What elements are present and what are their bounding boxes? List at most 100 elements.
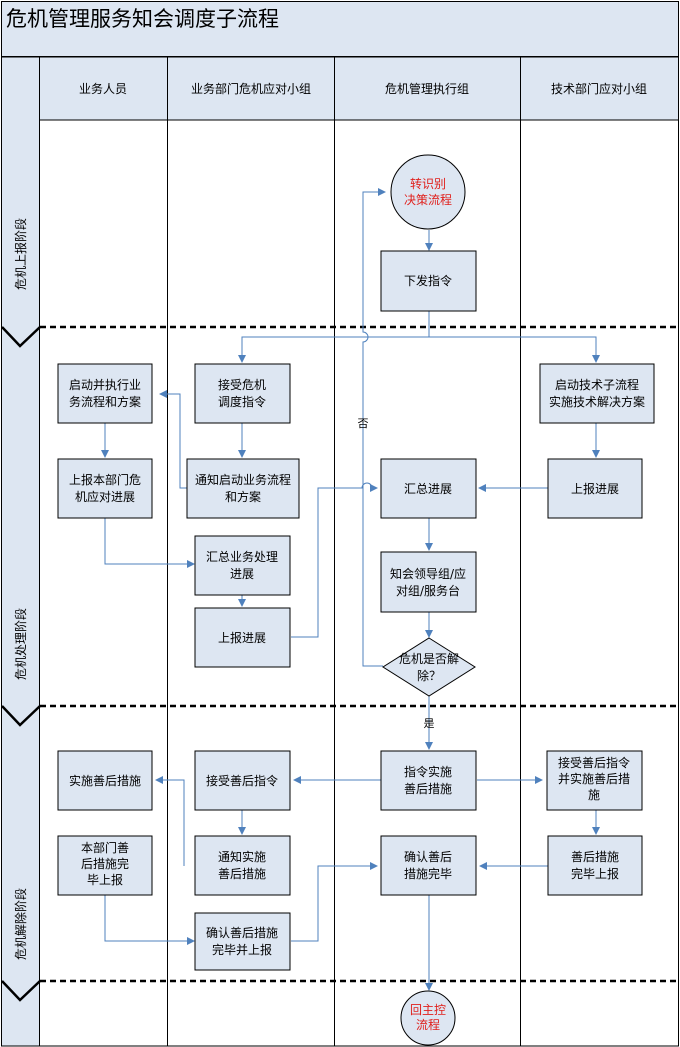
accept-aftermath-box: 接受善后指令 [194,750,291,811]
svg-text:下发指令: 下发指令 [404,273,452,288]
start-node: 转识别决策流程 [390,154,466,230]
connector [159,390,187,489]
branch-label-no: 否 [358,417,369,430]
confirm-report-box: 确认善后措施完毕并上报 [194,912,291,971]
lane-body [39,119,679,1047]
do-aftermath-line: 实施善后措施 [69,773,141,788]
phase-label-resolve: 危机解除阶段 [13,888,28,960]
report-dept-box: 上报本部门危机应对进展 [57,458,153,519]
svg-text:接受善后指令: 接受善后指令 [206,773,278,788]
phase-chevron [1,705,41,727]
report-progress-line: 上报进展 [218,630,266,645]
connectors [101,188,600,991]
tech-aftermath-done-line: 善后措施 [571,849,619,864]
report-progress-box: 上报进展 [194,607,291,668]
notify-business-box: 通知启动业务流程和方案 [186,458,300,519]
start-node-line: 决策流程 [404,192,452,207]
summary-progress-line: 汇总进展 [404,482,452,496]
svg-text:实施善后措施: 实施善后措施 [69,773,141,788]
svg-text:确认善后措施完毕: 确认善后措施完毕 [404,849,452,881]
tech-aftermath-done-line: 完毕上报 [571,866,619,881]
connector [291,862,378,942]
phase-label-handle: 危机处理阶段 [13,608,28,680]
svg-text:指令实施善后措施: 指令实施善后措施 [404,764,452,796]
svg-text:通知实施善后措施: 通知实施善后措施 [218,849,266,881]
tech-accept-aftermath-box: 接受善后指令并实施善后措施 [546,750,643,811]
summary-business-line: 汇总业务处理 [206,549,278,564]
svg-text:本部门善后措施完毕上报: 本部门善后措施完毕上报 [81,840,129,887]
notify-aftermath-line: 善后措施 [218,866,266,881]
decision-line: 危机是否解 [399,652,459,666]
lane-header-crisis-exec: 危机管理执行组 [385,81,469,96]
tech-accept-aftermath-line: 接受善后指令 [558,755,630,770]
start-business-line: 务流程和方案 [69,394,141,409]
tech-accept-aftermath-line: 并实施善后措 [558,771,630,786]
start-business-line: 启动并执行业 [69,378,141,392]
end-node-line: 回主控 [410,1003,446,1017]
phase-label-report: 危机上报阶段 [13,218,28,290]
notify-business-line: 通知启动业务流程 [195,472,291,487]
notify-business-line: 和方案 [225,489,261,504]
decision-diamond: 危机是否解除？ [382,637,476,697]
dept-aftermath-report-line: 本部门善 [81,840,129,855]
notify-aftermath-line: 通知实施 [218,849,266,864]
svg-text:上报进展: 上报进展 [571,481,619,496]
accept-dispatch-line: 调度指令 [218,394,266,409]
summary-progress-box: 汇总进展 [380,458,477,519]
tech-report-line: 上报进展 [571,481,619,496]
svg-text:回主控流程: 回主控流程 [410,1003,446,1032]
phase-chevron [1,980,41,1002]
report-dept-line: 机应对进展 [75,489,135,504]
svg-text:启动技术子流程实施技术解决方案: 启动技术子流程实施技术解决方案 [549,377,645,409]
svg-text:通知启动业务流程和方案: 通知启动业务流程和方案 [195,472,291,504]
svg-text:转识别决策流程: 转识别决策流程 [404,176,452,207]
issue-order-line: 下发指令 [404,273,452,288]
connector [429,336,600,363]
confirm-report-line: 完毕并上报 [212,942,272,957]
lane-header-staff: 业务人员 [79,81,127,96]
decision-line: 除？ [417,668,441,683]
confirm-done-box: 确认善后措施完毕 [380,835,477,896]
tech-report-box: 上报进展 [547,458,643,519]
phase-chevron [1,326,41,348]
end-node: 回主控流程 [400,990,456,1046]
tech-aftermath-done-box: 善后措施完毕上报 [547,835,643,896]
notify-leaders-line: 对组/服务台 [396,583,460,598]
start-tech-line: 实施技术解决方案 [549,394,645,409]
summary-business-line: 进展 [230,567,254,581]
svg-text:上报进展: 上报进展 [218,630,266,645]
connector [238,311,430,363]
accept-dispatch-line: 接受危机 [218,377,266,392]
start-business-box: 启动并执行业务流程和方案 [57,363,153,424]
tech-accept-aftermath-line: 施 [588,788,600,802]
issue-order-box: 下发指令 [380,250,477,312]
lane-header-tech-team: 技术部门应对小组 [551,81,647,96]
do-aftermath-box: 实施善后措施 [57,750,153,811]
report-dept-line: 上报本部门危 [69,472,141,487]
end-node-line: 流程 [416,1017,440,1032]
order-aftermath-line: 指令实施 [404,764,452,779]
svg-text:接受危机调度指令: 接受危机调度指令 [218,377,266,409]
confirm-report-line: 确认善后措施 [206,925,278,940]
svg-text:确认善后措施完毕并上报: 确认善后措施完毕并上报 [206,925,278,957]
notify-leaders-box: 知会领导组/应对组/服务台 [380,551,477,613]
connector [155,776,185,866]
diagram-title: 危机管理服务知会调度子流程 [6,7,279,31]
dept-aftermath-report-box: 本部门善后措施完毕上报 [57,835,153,896]
start-node-line: 转识别 [410,176,446,191]
connector [362,188,386,667]
start-tech-line: 启动技术子流程 [555,377,639,392]
connector [104,895,195,945]
order-aftermath-line: 善后措施 [404,781,452,796]
notify-aftermath-box: 通知实施善后措施 [194,835,291,896]
accept-dispatch-box: 接受危机调度指令 [194,363,291,424]
dept-aftermath-report-line: 后措施完 [81,856,129,871]
lane-header-business-team: 业务部门危机应对小组 [191,81,311,96]
order-aftermath-box: 指令实施善后措施 [380,750,477,811]
accept-aftermath-line: 接受善后指令 [206,773,278,788]
title-bar [1,1,679,57]
svg-text:危机是否解除？: 危机是否解除？ [399,652,459,683]
svg-text:汇总进展: 汇总进展 [404,482,452,496]
svg-text:启动并执行业务流程和方案: 启动并执行业务流程和方案 [69,378,141,409]
connector [291,482,378,638]
